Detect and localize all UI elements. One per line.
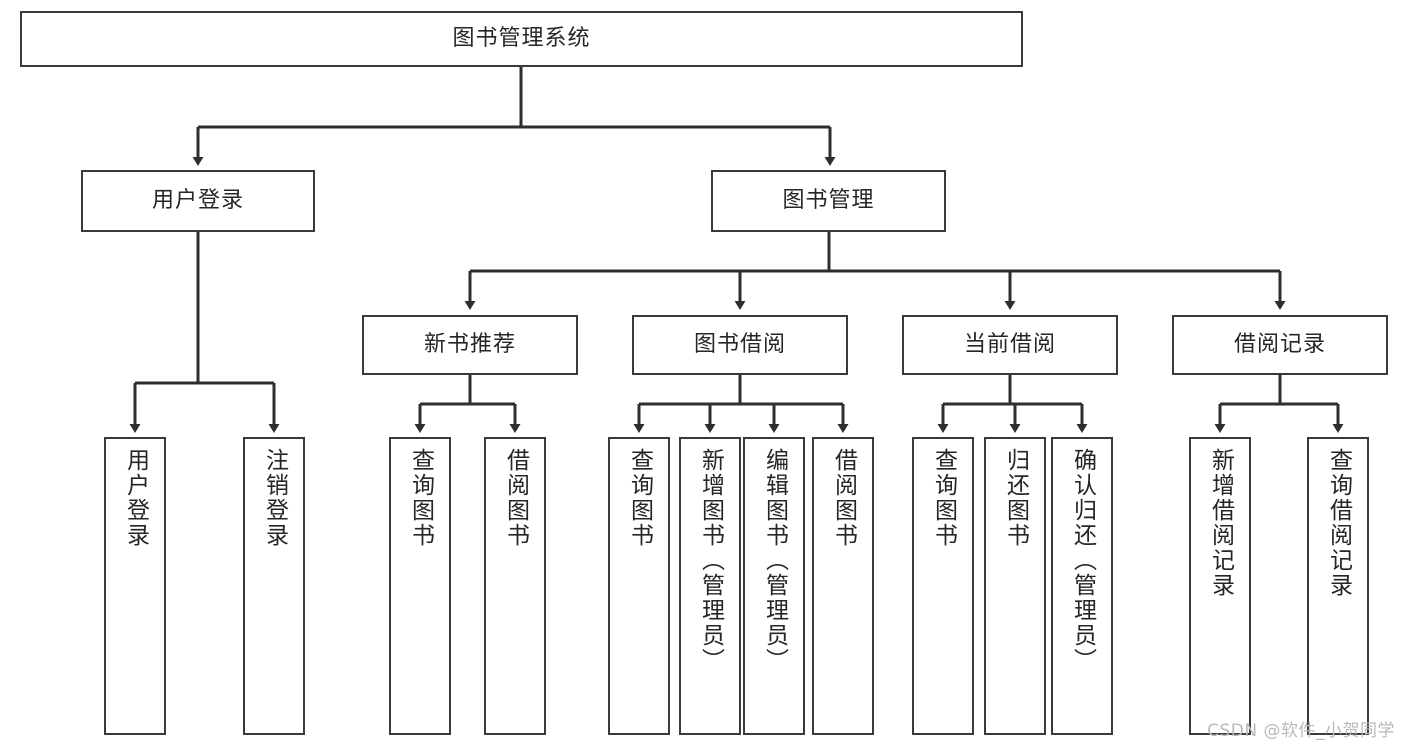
node-root-label: 图书管理系统 [452, 26, 591, 52]
node-leaf-search-book-borrow[interactable]: 查询图书 [608, 437, 670, 735]
node-leaf-search-borrow-record[interactable]: 查询借阅记录 [1307, 437, 1369, 735]
node-root[interactable]: 图书管理系统 [20, 11, 1023, 67]
node-leaf-borrow-book[interactable]: 借阅图书 [812, 437, 874, 735]
node-leaf-add-borrow-record[interactable]: 新增借阅记录 [1189, 437, 1251, 735]
node-label: 借阅图书 [830, 448, 857, 548]
node-level3-borrow-record[interactable]: 借阅记录 [1172, 315, 1388, 375]
node-label: 新增图书（管理员） [697, 448, 724, 673]
node-label: 查询借阅记录 [1325, 448, 1352, 598]
node-leaf-edit-book-admin[interactable]: 编辑图书（管理员） [743, 437, 805, 735]
node-label: 查询图书 [930, 448, 957, 548]
node-label: 当前借阅 [963, 332, 1056, 358]
node-leaf-search-book-recommend[interactable]: 查询图书 [389, 437, 451, 735]
node-label: 归还图书 [1002, 448, 1029, 548]
node-level3-new-book-recommend[interactable]: 新书推荐 [362, 315, 578, 375]
node-leaf-add-book-admin[interactable]: 新增图书（管理员） [679, 437, 741, 735]
node-label: 查询图书 [626, 448, 653, 548]
node-label: 新增借阅记录 [1207, 448, 1234, 598]
node-label: 借阅记录 [1233, 332, 1326, 358]
node-level3-current-borrow[interactable]: 当前借阅 [902, 315, 1118, 375]
node-level2-user-login[interactable]: 用户登录 [81, 170, 315, 232]
node-label: 用户登录 [122, 448, 149, 548]
node-leaf-borrow-book-recommend[interactable]: 借阅图书 [484, 437, 546, 735]
node-leaf-search-book-current[interactable]: 查询图书 [912, 437, 974, 735]
node-label: 新书推荐 [423, 332, 516, 358]
node-label: 查询图书 [407, 448, 434, 548]
node-label: 图书管理 [782, 188, 875, 214]
node-label: 借阅图书 [502, 448, 529, 548]
watermark: CSDN @软件_小贺同学 [1207, 721, 1395, 741]
node-label: 编辑图书（管理员） [761, 448, 788, 673]
node-label: 图书借阅 [693, 332, 786, 358]
node-leaf-return-book[interactable]: 归还图书 [984, 437, 1046, 735]
node-label: 用户登录 [151, 188, 244, 214]
node-level2-book-management[interactable]: 图书管理 [711, 170, 946, 232]
node-leaf-confirm-return-admin[interactable]: 确认归还（管理员） [1051, 437, 1113, 735]
node-label: 确认归还（管理员） [1069, 448, 1096, 673]
node-label: 注销登录 [261, 448, 288, 548]
node-leaf-logout[interactable]: 注销登录 [243, 437, 305, 735]
node-leaf-user-login[interactable]: 用户登录 [104, 437, 166, 735]
node-level3-book-borrow[interactable]: 图书借阅 [632, 315, 848, 375]
